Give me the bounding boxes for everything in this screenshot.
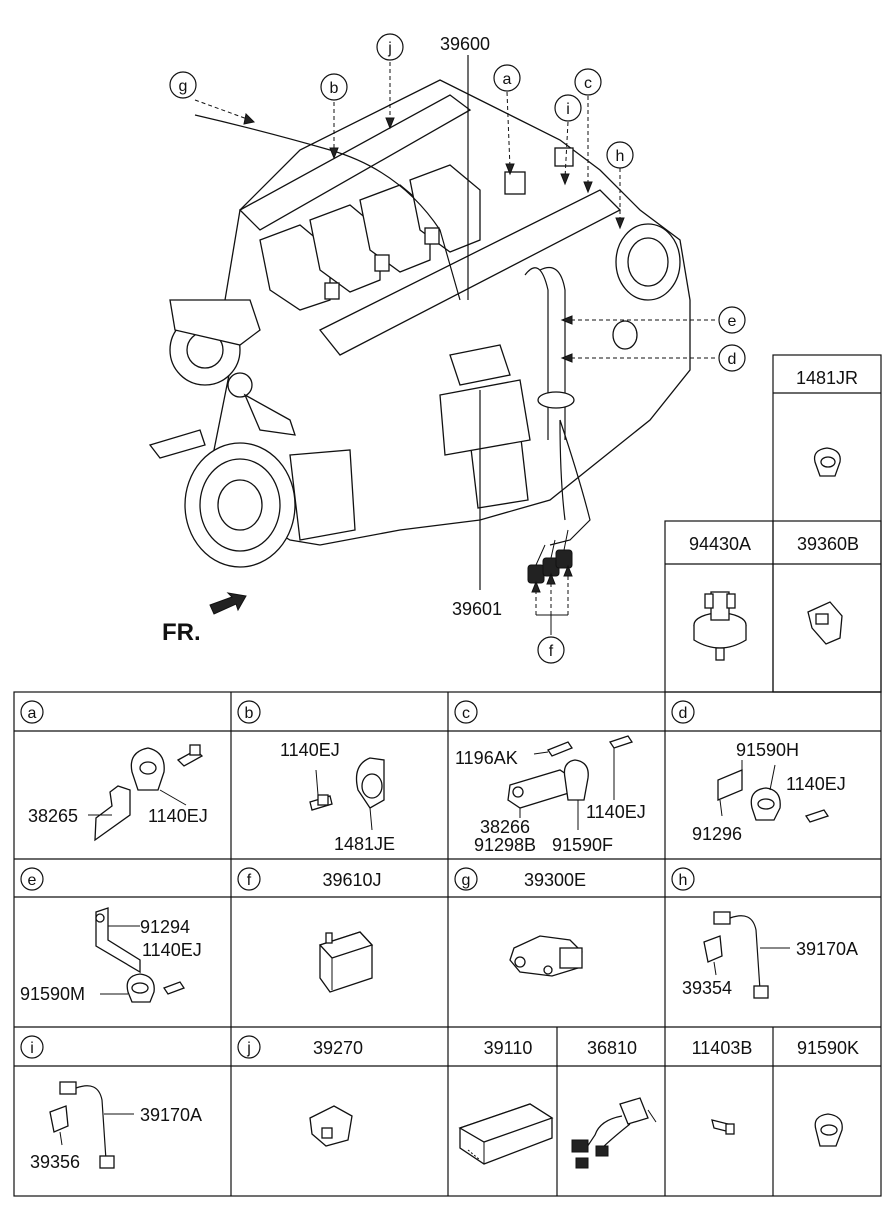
cell-h-part-39354: 39354 xyxy=(682,978,732,998)
callout-leaders xyxy=(194,55,715,635)
cell-91590K-header: 91590K xyxy=(797,1038,859,1058)
cell-j-drawing xyxy=(309,1105,353,1147)
cell-e-part-1140EJ: 1140EJ xyxy=(142,940,202,960)
part-number-39600: 39600 xyxy=(440,34,490,54)
cell-a-part-1140EJ: 1140EJ xyxy=(148,806,208,826)
cell-e-letter: e xyxy=(28,872,37,889)
cell-a-letter: a xyxy=(28,705,37,722)
cell-e-drawing xyxy=(95,907,185,1003)
side-boxes: 1481JR 94430A 39360B xyxy=(664,354,882,693)
cell-91590K-drawing xyxy=(814,1113,843,1147)
callout-i-text: i xyxy=(566,101,570,118)
cell-g-drawing xyxy=(509,935,583,977)
callout-a xyxy=(493,64,521,92)
engine-illustration xyxy=(148,79,691,584)
sensor-94430A-drawing xyxy=(693,591,747,661)
cell-e-part-91294: 91294 xyxy=(140,917,190,937)
callout-h xyxy=(606,141,634,169)
callout-d xyxy=(718,344,746,372)
cell-i-part-39356: 39356 xyxy=(30,1152,80,1172)
cell-d-part-91590H: 91590H xyxy=(736,740,799,760)
cell-c-part-38266: 38266 xyxy=(480,817,530,837)
cell-d-part-91296: 91296 xyxy=(692,824,742,844)
cell-f-drawing xyxy=(318,931,374,993)
cell-c-part-91590F: 91590F xyxy=(552,835,613,855)
cell-b-letter: b xyxy=(245,705,254,722)
callout-e-text: e xyxy=(728,313,737,330)
cell-c-part-1140EJ: 1140EJ xyxy=(586,802,646,822)
callout-g xyxy=(169,71,197,99)
cell-j-header: 39270 xyxy=(313,1038,363,1058)
side-box-1481JR-label: 1481JR xyxy=(796,368,858,388)
cell-i-part-39170A: 39170A xyxy=(140,1105,202,1125)
cell-b-part-1481JE: 1481JE xyxy=(334,834,395,854)
callout-circles: j b g a c i h e d f xyxy=(169,33,746,664)
callout-g-text: g xyxy=(179,78,188,95)
callout-b-text: b xyxy=(330,80,339,97)
callout-c xyxy=(574,68,602,96)
fr-label: FR. xyxy=(162,619,201,646)
side-box-39360B-label: 39360B xyxy=(797,534,859,554)
cell-h-drawing xyxy=(703,911,790,999)
callout-f-text: f xyxy=(549,643,554,660)
sensor-39360B-drawing xyxy=(807,601,843,645)
cell-h-letter: h xyxy=(679,872,688,889)
cell-36810-drawing xyxy=(571,1097,657,1169)
cell-g-header: 39300E xyxy=(524,870,586,890)
part-number-39601: 39601 xyxy=(452,599,502,619)
cell-11403B-drawing xyxy=(711,1119,735,1135)
cell-f-header: 39610J xyxy=(322,870,381,890)
cell-d-part-1140EJ: 1140EJ xyxy=(786,774,846,794)
parts-grid: a b c d e f g h i j 39610J 39300E 39270 … xyxy=(13,691,882,1197)
cell-d-drawing xyxy=(717,760,830,823)
cell-c-part-91298B: 91298B xyxy=(474,835,536,855)
callout-a-text: a xyxy=(503,71,512,88)
callout-b xyxy=(320,73,348,101)
cell-e-part-91590M: 91590M xyxy=(20,984,85,1004)
side-box-94430A-label: 94430A xyxy=(689,534,751,554)
cell-g-letter: g xyxy=(462,872,471,889)
callout-e xyxy=(718,306,746,334)
callout-j xyxy=(376,33,404,61)
callout-j-text: j xyxy=(387,40,392,57)
cell-b-drawing xyxy=(309,757,385,831)
front-direction-indicator: FR. xyxy=(162,592,247,646)
cell-11403B-header: 11403B xyxy=(692,1038,753,1058)
cell-c-part-1196AK: 1196AK xyxy=(455,748,518,768)
cell-a-drawing xyxy=(88,744,204,842)
callout-f xyxy=(537,636,565,664)
cell-c-drawing xyxy=(507,735,634,830)
cell-f-letter: f xyxy=(247,872,252,889)
cell-i-drawing xyxy=(49,1081,134,1169)
cell-i-letter: i xyxy=(30,1040,34,1057)
cell-h-part-39170A: 39170A xyxy=(796,939,858,959)
callout-d-text: d xyxy=(728,351,737,368)
callout-h-text: h xyxy=(616,148,625,165)
callout-c-text: c xyxy=(584,75,592,92)
cell-39110-header: 39110 xyxy=(484,1038,533,1058)
cell-d-letter: d xyxy=(679,705,688,722)
cell-j-letter: j xyxy=(246,1040,251,1057)
cell-36810-header: 36810 xyxy=(587,1038,637,1058)
callout-i xyxy=(554,94,582,122)
cell-39110-drawing xyxy=(458,1103,554,1165)
cell-a-part-38265: 38265 xyxy=(28,806,78,826)
cell-b-part-1140EJ: 1140EJ xyxy=(280,740,340,760)
cell-c-letter: c xyxy=(462,705,470,722)
